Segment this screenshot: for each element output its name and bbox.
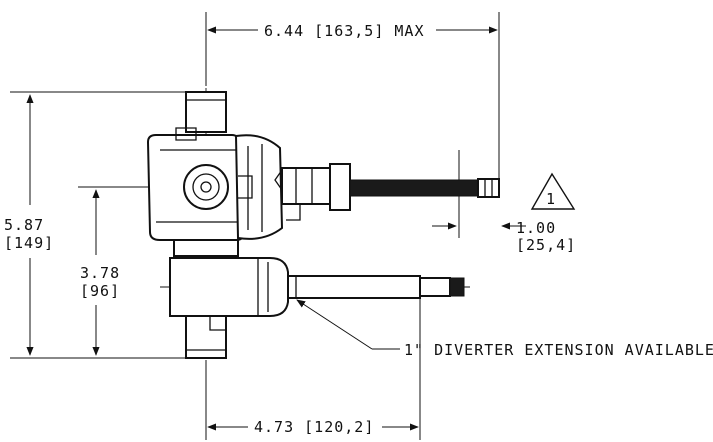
bottom-length-label: 4.73 [120,2] [254,418,374,436]
diverter-callout-label: 1" DIVERTER EXTENSION AVAILABLE [404,341,713,359]
valve-body [146,91,500,359]
dimension-overall-height: 5.87 [149] [4,91,205,359]
revision-triangle: 1 [530,172,576,210]
dimension-stem-offset: 1.00 [25,4] [432,150,576,254]
stem-offset-mm-label: [25,4] [516,236,576,254]
overall-height-mm-label: [149] [4,234,54,252]
overall-length-label: 6.44 [163,5] MAX [264,22,425,40]
overall-height-in-label: 5.87 [4,216,44,234]
diverter-callout: 1" DIVERTER EXTENSION AVAILABLE [296,299,713,359]
dimension-overall-length: 6.44 [163,5] MAX [205,12,500,182]
revision-triangle-label: 1 [546,190,556,208]
center-height-in-label: 3.78 [80,264,120,282]
dimension-bottom-length: 4.73 [120,2] [205,292,421,440]
stem-offset-in-label: 1.00 [516,219,556,237]
center-height-mm-label: [96] [80,282,120,300]
